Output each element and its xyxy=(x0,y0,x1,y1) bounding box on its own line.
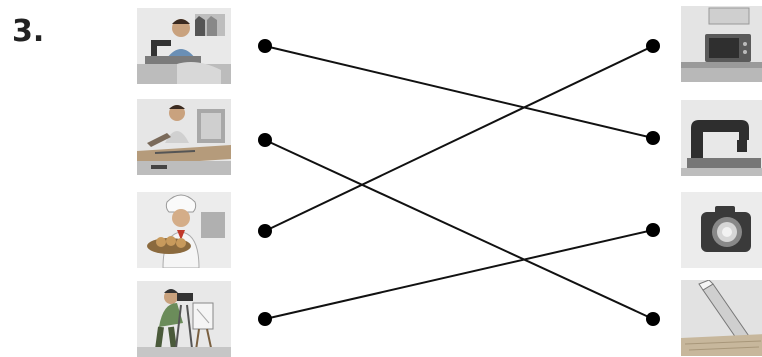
right-dot[interactable] xyxy=(646,131,660,145)
camera-icon xyxy=(681,192,762,268)
saw-icon xyxy=(681,280,762,356)
left-dot[interactable] xyxy=(258,39,272,53)
match-line xyxy=(264,139,654,320)
right-dot[interactable] xyxy=(646,223,660,237)
photographer-icon xyxy=(137,281,231,357)
carpenter-icon xyxy=(137,99,231,175)
tailor-icon xyxy=(137,8,231,84)
left-dot[interactable] xyxy=(258,224,272,238)
baker-icon xyxy=(137,192,231,268)
match-line xyxy=(264,45,654,232)
match-line xyxy=(264,229,654,320)
sewing-machine-icon xyxy=(681,100,762,176)
match-line xyxy=(264,45,654,139)
left-dot[interactable] xyxy=(258,133,272,147)
question-number: 3. xyxy=(12,14,45,49)
oven-icon xyxy=(681,6,762,82)
left-dot[interactable] xyxy=(258,312,272,326)
right-dot[interactable] xyxy=(646,312,660,326)
right-dot[interactable] xyxy=(646,39,660,53)
